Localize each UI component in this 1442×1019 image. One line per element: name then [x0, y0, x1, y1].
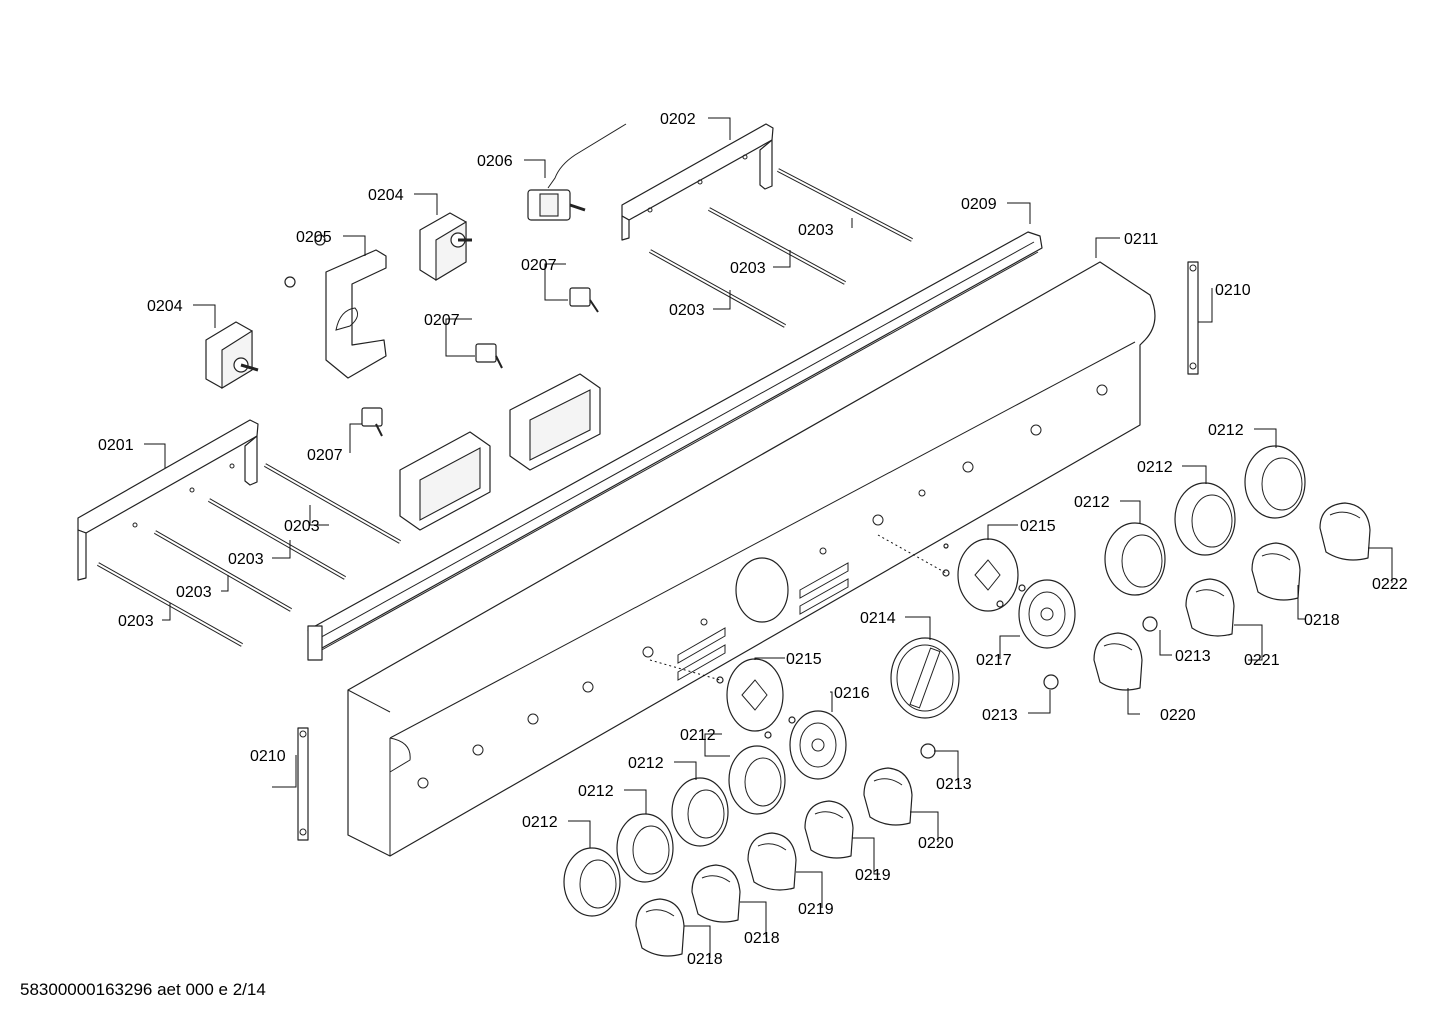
callout-0202: 0202 — [660, 111, 696, 128]
callout-0201: 0201 — [98, 437, 134, 454]
side-bracket-0210-right — [1187, 261, 1199, 375]
callout-0213-r1: 0213 — [1175, 648, 1211, 665]
switch-0204-lower — [205, 321, 259, 389]
callout-0218-lower: 0218 — [687, 951, 723, 968]
callout-0212-r2: 0212 — [1137, 459, 1173, 476]
callout-0210-left: 0210 — [250, 748, 286, 765]
screws — [649, 534, 1026, 739]
callout-0204-upper: 0204 — [368, 187, 404, 204]
electronic-modules — [399, 373, 601, 531]
callout-0207-r1: 0207 — [521, 257, 557, 274]
panel-slots — [677, 562, 849, 681]
callout-labels: 0202 0206 0204 0209 0203 0205 0211 0207 … — [98, 111, 1408, 968]
callout-0206: 0206 — [477, 153, 513, 170]
bracket-0202 — [621, 123, 774, 241]
callout-0203-r2: 0203 — [730, 260, 766, 277]
rings-0212 — [563, 445, 1306, 917]
callout-0215-lower: 0215 — [786, 651, 822, 668]
callout-0212-r1: 0212 — [1208, 422, 1244, 439]
bracket-0201 — [77, 419, 259, 581]
callout-0212-l3: 0212 — [578, 783, 614, 800]
callout-0213-l: 0213 — [936, 776, 972, 793]
callout-0213-r2: 0213 — [982, 707, 1018, 724]
callout-0212-r3: 0212 — [1074, 494, 1110, 511]
plate-0215-lower — [726, 658, 784, 732]
callout-0210-right: 0210 — [1215, 282, 1251, 299]
callout-0222: 0222 — [1372, 576, 1408, 593]
callout-0218-right: 0218 — [1304, 612, 1340, 629]
callout-0203-l3: 0203 — [176, 584, 212, 601]
callout-0203-l4: 0203 — [118, 613, 154, 630]
leader-lines — [144, 117, 1393, 958]
callout-0211: 0211 — [1124, 231, 1159, 248]
callout-0220-left: 0220 — [918, 835, 954, 852]
callout-0203-l2: 0203 — [228, 551, 264, 568]
callout-0216: 0216 — [834, 685, 870, 702]
knob-0214 — [890, 637, 960, 719]
ring-0216 — [789, 710, 847, 780]
callout-0220-right: 0220 — [1160, 707, 1196, 724]
switch-0204-upper — [419, 212, 472, 281]
callout-0218-upper: 0218 — [744, 930, 780, 947]
callout-0207-r3: 0207 — [307, 447, 343, 464]
callout-0212-l2: 0212 — [628, 755, 664, 772]
callout-0219-upper: 0219 — [855, 867, 891, 884]
rail-0209 — [307, 231, 1043, 661]
callout-0217: 0217 — [976, 652, 1012, 669]
callout-0203-r3: 0203 — [669, 302, 705, 319]
callout-0204-lower: 0204 — [147, 298, 183, 315]
document-footer-id: 58300000163296 aet 000 e 2/14 — [20, 980, 266, 999]
panel-holes — [417, 384, 1108, 789]
callout-0205: 0205 — [296, 229, 332, 246]
knobs — [635, 502, 1371, 957]
thermostat-0206 — [527, 123, 627, 221]
callout-0221: 0221 — [1244, 652, 1280, 669]
callout-0219-lower: 0219 — [798, 901, 834, 918]
callout-0207-r2: 0207 — [424, 312, 460, 329]
callout-0212-l1: 0212 — [680, 727, 716, 744]
callout-0215-upper: 0215 — [1020, 518, 1056, 535]
side-bracket-0210-left — [297, 727, 309, 841]
bracket-0205 — [284, 234, 387, 379]
callout-0209: 0209 — [961, 196, 997, 213]
callout-0203-l1: 0203 — [284, 518, 320, 535]
switches-0207 — [361, 287, 599, 437]
callout-0214: 0214 — [860, 610, 896, 627]
ring-0217 — [1018, 579, 1076, 649]
callout-0203-r1: 0203 — [798, 222, 834, 239]
control-panel-0211 — [347, 261, 1156, 857]
plate-0215-upper — [957, 538, 1019, 612]
callout-0212-l4: 0212 — [522, 814, 558, 831]
caps-0213 — [920, 616, 1158, 759]
